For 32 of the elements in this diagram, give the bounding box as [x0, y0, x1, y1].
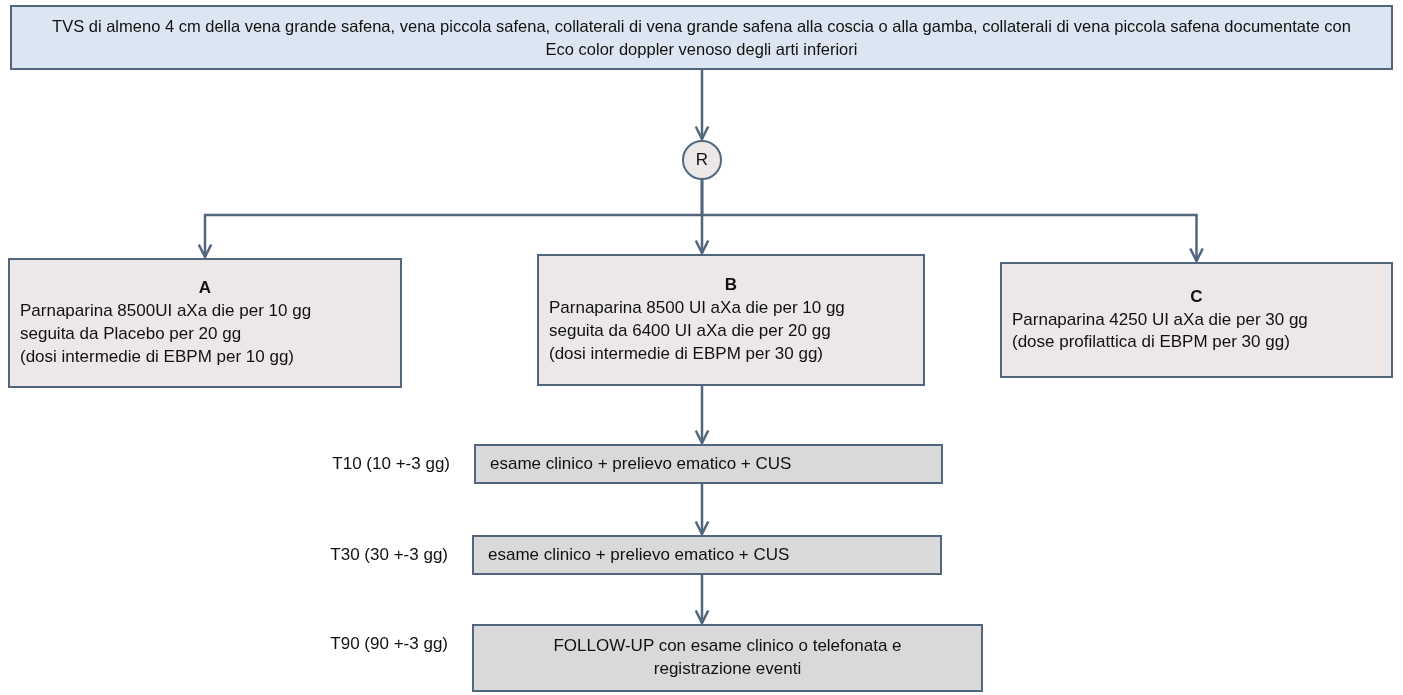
box-text: (dose profilattica di EBPM per 30 gg)	[1012, 331, 1290, 354]
timepoint-label: T90 (90 +-3 gg)	[330, 634, 448, 654]
visit-box	[472, 624, 983, 692]
arm-heading: C	[1190, 285, 1203, 308]
arrow	[694, 484, 710, 536]
arrow	[694, 575, 710, 625]
arrow	[700, 180, 1204, 263]
inclusion-box	[10, 5, 1393, 70]
box-text: (dosi intermedie di EBPM per 30 gg)	[549, 342, 824, 365]
arm-heading: A	[198, 277, 212, 300]
box-text: esame clinico + prelievo ematico + CUS	[488, 543, 790, 566]
arrow	[694, 70, 710, 141]
treatment-arm-box	[8, 258, 402, 388]
box-text: seguita da 6400 UI aXa die per 20 gg	[549, 320, 831, 342]
box-text: Parnaparina 8500 UI aXa die per 10 gg	[549, 297, 845, 320]
arrow	[694, 386, 710, 445]
visit-box	[472, 535, 942, 575]
box-text: (dosi intermedie di EBPM per 10 gg)	[20, 345, 295, 368]
box-text: Parnaparina 4250 UI aXa die per 30 gg	[1012, 308, 1308, 331]
timepoint-label: T30 (30 +-3 gg)	[330, 545, 448, 565]
treatment-arm-box	[1000, 262, 1393, 378]
visit-box	[474, 444, 943, 484]
box-text: R	[695, 148, 709, 171]
timepoint-label: T10 (10 +-3 gg)	[332, 454, 450, 474]
treatment-arm-box	[537, 254, 925, 386]
box-text: TVS di almeno 4 cm della vena grande safena, vena piccola safena, collaterali di vena grande safena alla coscia o alla gamba, collaterali di vena piccola safena documentate con Eco color doppler venoso degli arti inferiori	[51, 16, 1352, 60]
randomization-circle	[682, 140, 722, 180]
box-text: esame clinico + prelievo ematico + CUS	[490, 452, 792, 475]
box-text: Parnaparina 8500UI aXa die per 10 gg	[20, 300, 312, 323]
box-text: FOLLOW-UP con esame clinico o telefonata e registrazione eventi	[552, 635, 903, 680]
box-text: seguita da Placebo per 20 gg	[20, 323, 242, 345]
arm-heading: B	[724, 274, 738, 297]
